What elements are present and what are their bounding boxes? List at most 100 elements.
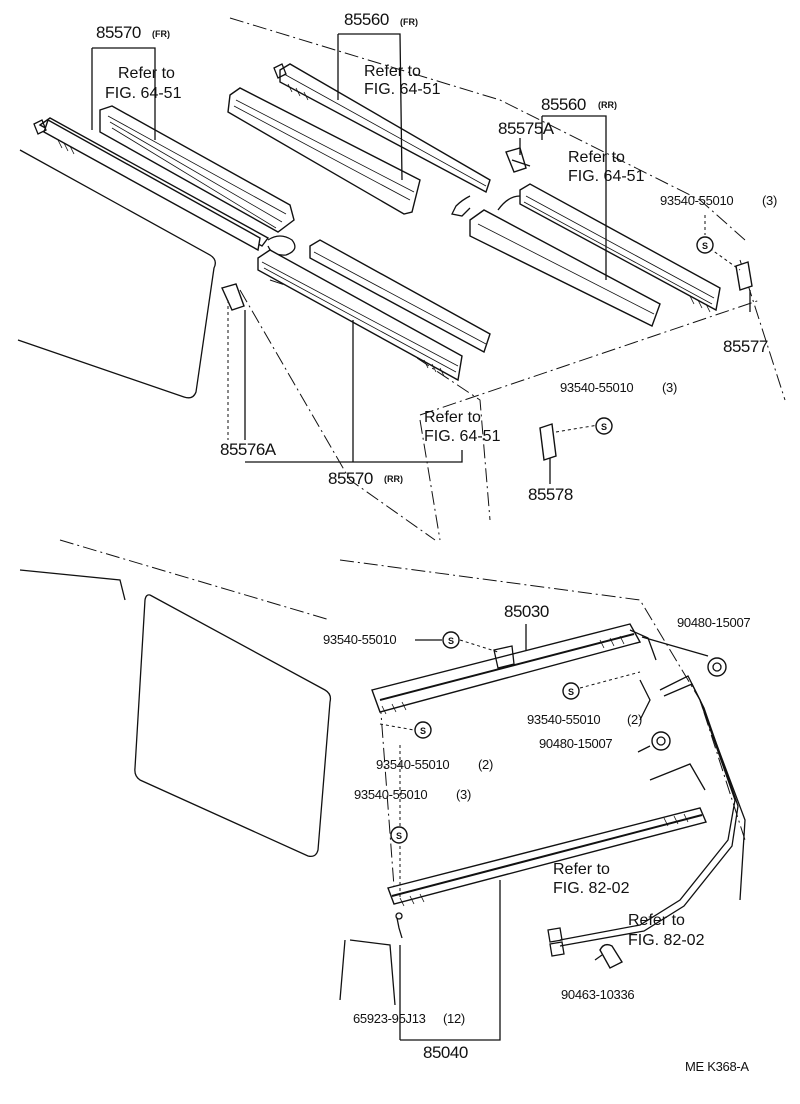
svg-text:85560: 85560 [541, 95, 586, 114]
svg-text:85030: 85030 [504, 602, 549, 621]
bracket-85577 [735, 261, 753, 291]
bracket-85575a [505, 147, 531, 173]
callout-85578: 85578 [528, 485, 573, 504]
part-85570-rr [257, 239, 491, 382]
svg-text:93540-55010: 93540-55010 [323, 632, 396, 647]
grommet-lower [651, 731, 671, 751]
svg-text:S: S [420, 726, 426, 736]
s-symbol-2: S [595, 417, 613, 435]
diagram-code: ME K368-A [685, 1059, 750, 1074]
svg-text:(RR): (RR) [598, 100, 617, 110]
callout-refer-6451-a: Refer to FIG. 64-51 [105, 65, 182, 102]
callout-85575a: 85575A [498, 119, 555, 138]
side-window-glass-lower [19, 569, 332, 858]
body-outline-lower [59, 539, 746, 1006]
svg-text:Refer to: Refer to [364, 63, 421, 80]
svg-text:Refer to: Refer to [568, 149, 625, 166]
svg-text:Refer to: Refer to [118, 65, 175, 82]
callout-refer-6451-c: Refer to FIG. 64-51 [568, 149, 645, 185]
callout-refer-6451-b: Refer to FIG. 64-51 [364, 63, 441, 98]
callout-screw-2: 93540-55010 (3) [560, 380, 677, 395]
screw-65923 [395, 912, 403, 939]
callout-refer-8202-a: Refer to FIG. 82-02 [553, 861, 630, 897]
s-symbol-4: S [562, 682, 580, 700]
callout-85560-rr: 85560 (RR) [541, 95, 617, 114]
svg-text:(3): (3) [762, 193, 777, 208]
callout-screw-65923: 65923-95J13 (12) [353, 1011, 465, 1026]
svg-text:85570: 85570 [96, 23, 141, 42]
s-symbol-1: S [696, 236, 714, 254]
svg-text:85570: 85570 [328, 469, 373, 488]
svg-text:85577: 85577 [723, 337, 768, 356]
svg-text:S: S [702, 241, 708, 251]
bracket-85578 [539, 423, 557, 461]
callout-85040: 85040 [423, 1043, 468, 1062]
svg-text:FIG. 82-02: FIG. 82-02 [553, 880, 630, 897]
svg-text:65923-95J13: 65923-95J13 [353, 1011, 426, 1026]
svg-text:S: S [448, 636, 454, 646]
wire-harness [547, 675, 739, 957]
svg-text:85040: 85040 [423, 1043, 468, 1062]
svg-text:90480-15007: 90480-15007 [539, 736, 612, 751]
callout-screw-6: 93540-55010 (3) [354, 787, 471, 802]
s-symbol-5: S [414, 721, 432, 739]
svg-text:(3): (3) [662, 380, 677, 395]
svg-text:(FR): (FR) [152, 29, 170, 39]
s-symbol-3: S [442, 631, 460, 649]
part-85560-fr [227, 63, 491, 217]
side-window-glass-upper [17, 149, 216, 399]
svg-text:FIG. 64-51: FIG. 64-51 [105, 85, 182, 102]
bracket-85576a [221, 283, 245, 311]
svg-text:93540-55010: 93540-55010 [560, 380, 633, 395]
svg-text:FIG. 82-02: FIG. 82-02 [628, 932, 705, 949]
part-85560-rr [469, 183, 721, 327]
svg-text:(12): (12) [443, 1011, 465, 1026]
svg-text:(2): (2) [627, 712, 642, 727]
dotted-lines [227, 215, 741, 900]
svg-text:85560: 85560 [344, 10, 389, 29]
part-85040 [387, 807, 707, 907]
svg-text:93540-55010: 93540-55010 [376, 757, 449, 772]
svg-text:Refer to: Refer to [628, 912, 685, 929]
svg-text:85578: 85578 [528, 485, 573, 504]
callout-grommet-2: 90480-15007 [539, 736, 613, 751]
callout-screw-1: 93540-55010 (3) [660, 193, 777, 208]
svg-text:85576A: 85576A [220, 440, 277, 459]
leader-lines [91, 33, 751, 1041]
svg-text:S: S [396, 831, 402, 841]
svg-text:90480-15007: 90480-15007 [677, 615, 750, 630]
clip-90463 [599, 943, 624, 969]
callout-screw-4: 93540-55010 (2) [527, 712, 642, 727]
callout-85570-rr: 85570 (RR) [328, 469, 403, 488]
callout-screw-5: 93540-55010 (2) [376, 757, 493, 772]
callout-refer-8202-b: Refer to FIG. 82-02 [628, 912, 705, 949]
svg-text:ME K368-A: ME K368-A [685, 1059, 749, 1074]
callout-85560-fr: 85560 (FR) [344, 10, 418, 29]
s-symbol-6: S [390, 826, 408, 844]
svg-text:85575A: 85575A [498, 119, 555, 138]
part-85570-fr [33, 105, 296, 256]
svg-text:FIG. 64-51: FIG. 64-51 [424, 428, 501, 445]
svg-text:(3): (3) [456, 787, 471, 802]
callout-clip: 90463-10336 [561, 987, 635, 1002]
svg-text:93540-55010: 93540-55010 [660, 193, 733, 208]
svg-text:Refer to: Refer to [424, 409, 481, 426]
svg-text:93540-55010: 93540-55010 [354, 787, 427, 802]
svg-text:FIG. 64-51: FIG. 64-51 [364, 81, 441, 98]
svg-text:FIG. 64-51: FIG. 64-51 [568, 168, 645, 185]
svg-text:S: S [568, 687, 574, 697]
svg-text:(FR): (FR) [400, 17, 418, 27]
callout-85570-fr: 85570 (FR) [96, 23, 170, 42]
part-85030 [371, 623, 657, 715]
callout-85030: 85030 [504, 602, 549, 621]
callout-refer-6451-d: Refer to FIG. 64-51 [424, 409, 501, 445]
svg-text:(2): (2) [478, 757, 493, 772]
callout-screw-3: 93540-55010 [323, 632, 397, 647]
svg-text:S: S [601, 422, 607, 432]
svg-text:(RR): (RR) [384, 474, 403, 484]
svg-text:Refer to: Refer to [553, 861, 610, 878]
callout-85577: 85577 [723, 337, 768, 356]
grommet-upper [707, 657, 727, 677]
callout-85576a: 85576A [220, 440, 277, 459]
